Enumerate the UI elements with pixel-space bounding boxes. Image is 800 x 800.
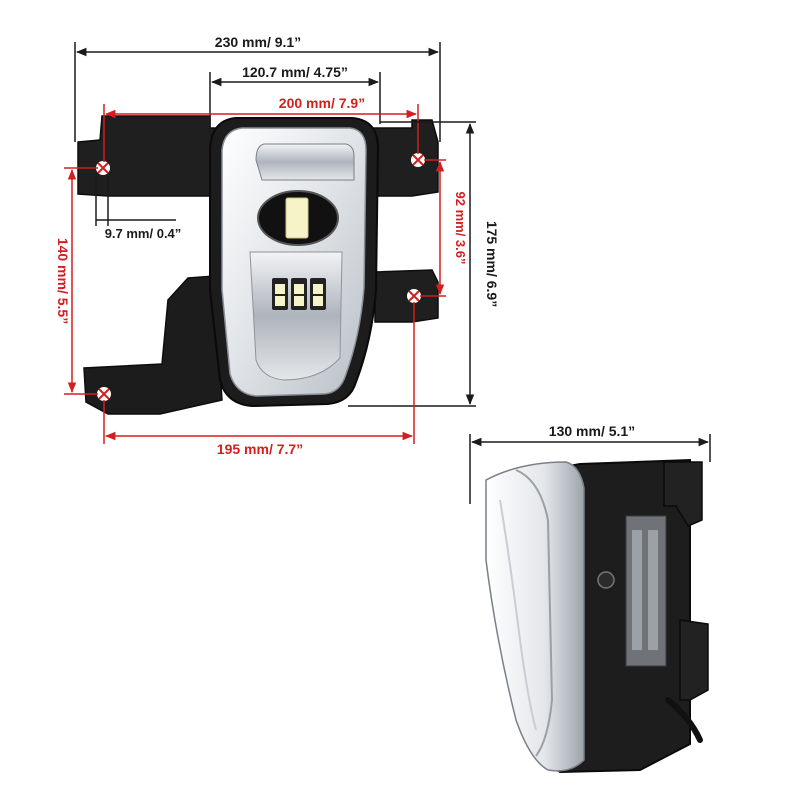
- mount-hole-bottom: [97, 387, 111, 401]
- led-array: [272, 278, 326, 310]
- side-screw: [597, 571, 615, 589]
- overall-width-label: 230 mm/ 9.1”: [215, 34, 301, 50]
- front-view: [77, 115, 439, 415]
- mount-hole-top-right: [411, 153, 425, 167]
- side-bracket-middle: [679, 619, 709, 701]
- chrome-bar: [255, 143, 355, 181]
- mount-hole-side: [407, 289, 421, 303]
- side-view: [485, 458, 709, 774]
- hole-offset-label: 9.7 mm/ 0.4”: [105, 226, 182, 241]
- overall-height-label: 175 mm/ 6.9”: [484, 221, 500, 307]
- projector-led: [285, 197, 309, 239]
- dimension-labels: 230 mm/ 9.1” 120.7 mm/ 4.75” 200 mm/ 7.9…: [55, 34, 635, 457]
- side-wire: [665, 697, 703, 743]
- reflector: [249, 251, 343, 381]
- top-hole-spacing-label: 200 mm/ 7.9”: [279, 95, 365, 111]
- side-bracket: [374, 269, 439, 323]
- depth-label: 130 mm/ 5.1”: [549, 423, 635, 439]
- side-hole-spacing-label: 92 mm/ 3.6”: [453, 192, 468, 265]
- mount-hole-top-left: [96, 161, 110, 175]
- side-lens: [485, 461, 585, 772]
- bottom-hole-spacing-label: 195 mm/ 7.7”: [217, 441, 303, 457]
- lens-width-label: 120.7 mm/ 4.75”: [242, 64, 348, 80]
- left-hole-spacing-label: 140 mm/ 5.5”: [55, 238, 71, 324]
- dimension-lines: [64, 42, 711, 504]
- side-bracket-upper: [663, 461, 703, 527]
